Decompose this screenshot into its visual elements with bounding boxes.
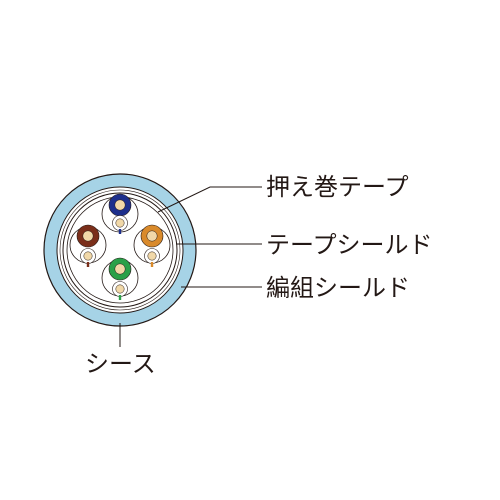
label-press-tape: 押え巻テープ <box>266 173 409 201</box>
pair-brown-partner-conductor <box>83 251 93 261</box>
braid-shield-inner-line <box>59 189 181 311</box>
label-sheath: シース <box>85 350 156 378</box>
pair-green-stripe <box>118 295 122 300</box>
label-tape-shield: テープシールド <box>266 231 433 259</box>
pair-orange-conductor <box>146 230 158 242</box>
pair-blue-conductor <box>114 199 126 211</box>
pair-blue-partner-conductor <box>115 218 125 228</box>
core-filler <box>70 200 170 300</box>
pair-green <box>101 257 139 300</box>
label-braid-shield: 編組シールド <box>266 274 410 302</box>
pair-orange-partner-conductor <box>147 251 157 261</box>
pair-green-partner-conductor <box>115 284 125 294</box>
pair-blue-stripe <box>118 229 122 234</box>
pair-green-conductor <box>114 263 126 275</box>
pair-orange <box>133 224 171 267</box>
pair-brown <box>69 224 107 267</box>
pair-blue <box>101 193 139 234</box>
pair-brown-conductor <box>82 230 94 242</box>
leader-line-press-tape <box>157 186 262 213</box>
pair-orange-stripe <box>150 262 154 267</box>
pair-brown-stripe <box>86 262 90 267</box>
